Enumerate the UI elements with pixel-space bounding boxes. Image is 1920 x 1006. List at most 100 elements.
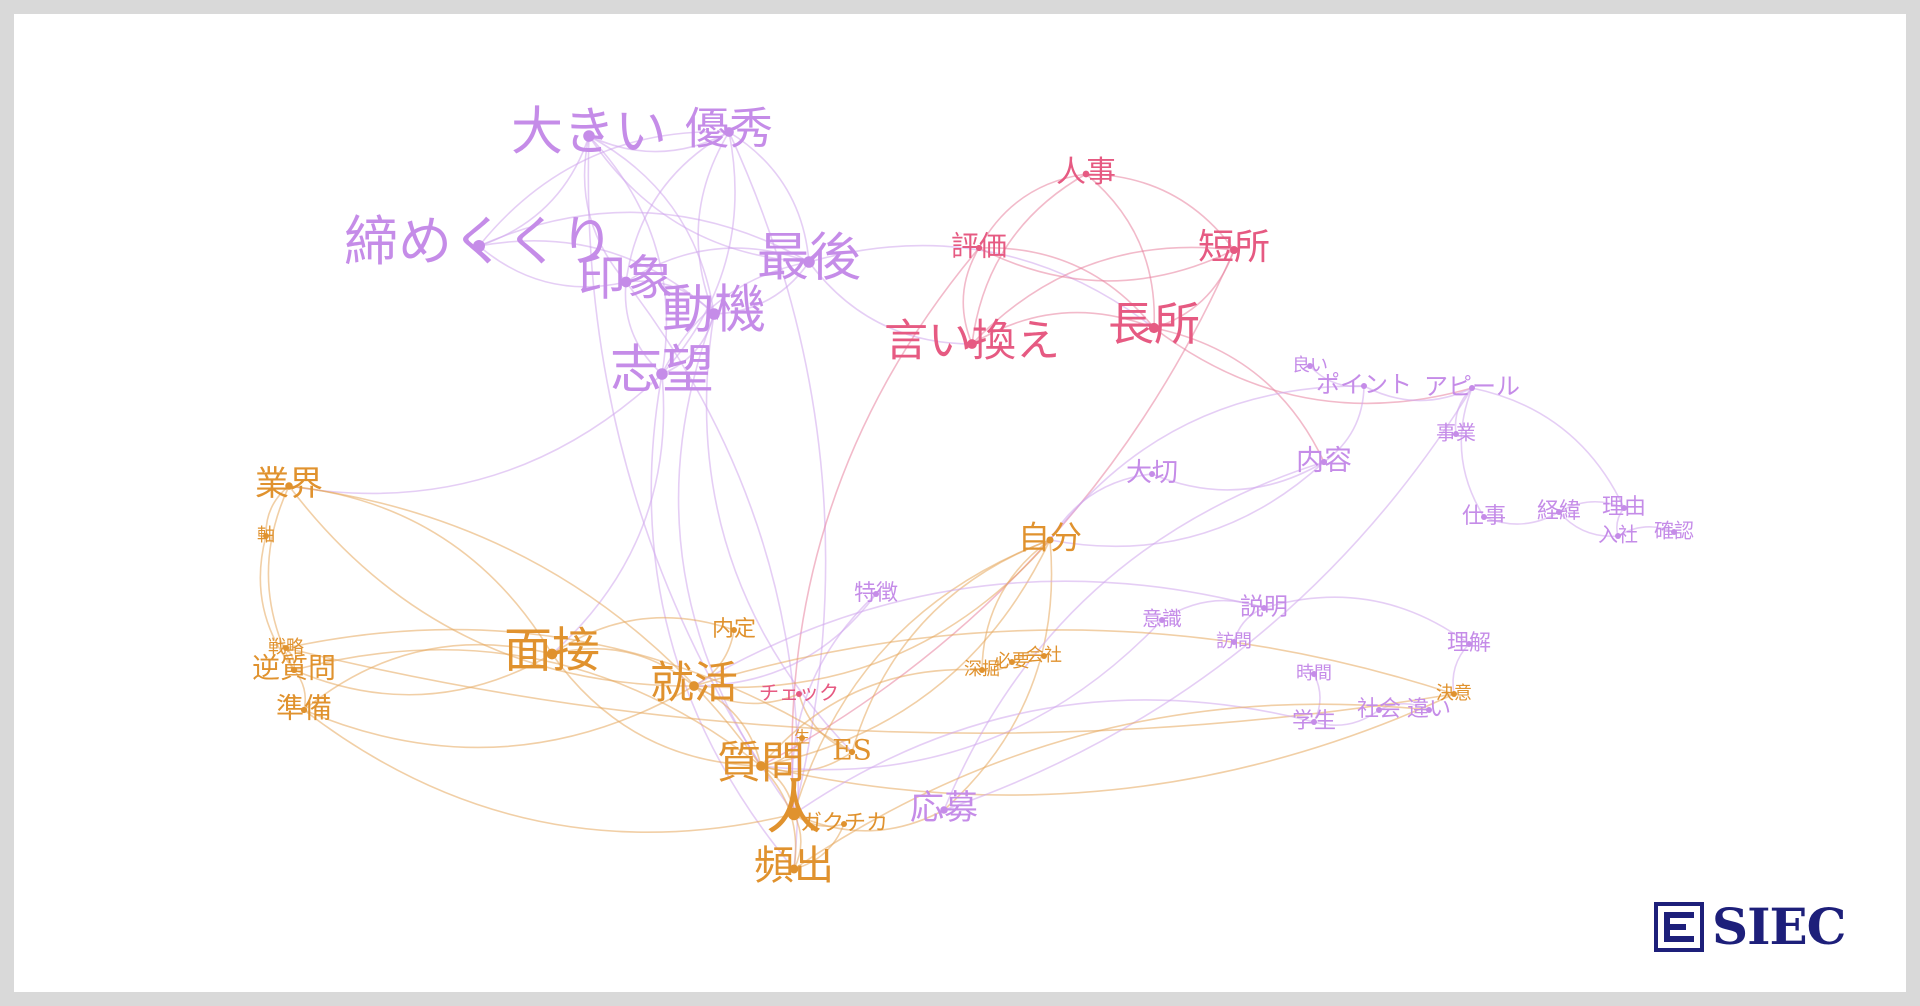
edge-mensetsu-naitei xyxy=(551,616,735,655)
node-label: 違い xyxy=(1407,697,1451,722)
node-douki: 動機 xyxy=(662,281,766,341)
node-ookii: 大きい xyxy=(511,103,667,163)
node-label: 締めくくり xyxy=(344,210,614,273)
node-shigoto: 仕事 xyxy=(1462,504,1506,529)
edge-saigo-iikae xyxy=(808,261,973,345)
node-dot xyxy=(1466,641,1472,647)
edge-ookii-saigo xyxy=(588,135,810,263)
node-label: 意識 xyxy=(1142,607,1182,631)
node-label: 理解 xyxy=(1447,631,1491,656)
edge-yuushuu-hito xyxy=(728,131,827,815)
node-label: アピール xyxy=(1424,373,1520,401)
edge-jinji-tansho xyxy=(1085,173,1235,251)
node-gakusei: 学生 xyxy=(1292,709,1336,734)
node-point: ポイント xyxy=(1316,371,1412,399)
node-label: 理由 xyxy=(1602,495,1646,520)
edge-shibou-mensetsu xyxy=(551,373,665,655)
edge-saigo-inshou xyxy=(625,247,810,283)
edge-naiyou-taisetsu xyxy=(1151,461,1325,491)
node-dot xyxy=(799,735,805,741)
node-dot xyxy=(979,667,985,673)
edge-nyuusha-kakunin xyxy=(1617,526,1675,537)
node-dot xyxy=(1230,246,1238,254)
node-senryaku: 戦略 xyxy=(268,637,304,658)
edge-ketsui-shitsumon xyxy=(760,693,1455,796)
node-shitsumon: 質問 xyxy=(717,738,805,789)
node-label: ポイント xyxy=(1316,371,1412,399)
node-taisetsu: 大切 xyxy=(1126,458,1178,488)
edge-gyoukai-shitsumon xyxy=(288,485,762,767)
edge-shibou-gyoukai xyxy=(288,373,663,495)
node-jigyou: 事業 xyxy=(1436,421,1476,445)
edge-shibou-hinshutsu xyxy=(650,373,795,870)
edge-hyouka-chousho xyxy=(978,247,1155,329)
node-yoi: 良い xyxy=(1292,355,1328,376)
edge-fukabori-shitsumon xyxy=(760,668,983,767)
node-label: 面接 xyxy=(504,623,600,679)
edge-shuukatsu-ketsui xyxy=(693,629,1455,695)
node-jiku: 軸 xyxy=(257,525,275,546)
node-dot xyxy=(841,821,847,827)
node-gyoukai: 業界 xyxy=(255,464,323,504)
edge-jibun-shitsumon xyxy=(760,539,1051,767)
edge-mensetsu-shitsumon xyxy=(551,653,762,767)
node-dot xyxy=(789,864,799,874)
node-dot xyxy=(756,761,766,771)
node-dot xyxy=(848,748,856,756)
edge-shime-douki xyxy=(478,240,715,315)
edge-gyakushitsumon-shitsumon xyxy=(293,648,762,767)
node-naiyou: 内容 xyxy=(1296,444,1352,477)
edge-appeal-shigoto xyxy=(1460,387,1485,518)
node-rikai: 理解 xyxy=(1447,631,1491,656)
edge-gyoukai-shuukatsu xyxy=(288,485,695,687)
node-jikan: 時間 xyxy=(1296,663,1332,684)
edge-ouchi-naiyou xyxy=(943,461,1325,811)
node-iikae: 言い換え xyxy=(884,316,1060,367)
cooccurrence-network: 大きい優秀締めくくり最後印象動機志望人事評価短所言い換え長所良いポイントアピール… xyxy=(252,103,1694,890)
node-dot xyxy=(724,127,734,137)
node-label: 言い換え xyxy=(884,316,1060,367)
node-dot xyxy=(940,806,948,814)
node-label: 良い xyxy=(1292,355,1328,376)
node-label: 逆質問 xyxy=(252,652,336,685)
edge-hyouka-iikae xyxy=(962,247,980,345)
node-dot xyxy=(1671,529,1677,535)
edge-setsumei-houmon xyxy=(1233,607,1265,643)
edge-hyouka-hito xyxy=(791,247,980,815)
edge-yuushuu-saigo xyxy=(728,131,810,263)
node-shuukatsu: 就活 xyxy=(650,658,738,709)
edge-douki-es xyxy=(705,313,853,753)
node-dot xyxy=(1615,533,1621,539)
edge-keii-nyuusha xyxy=(1558,511,1619,538)
node-shibou: 志望 xyxy=(610,341,714,401)
node-hinshutsu: 頻出 xyxy=(754,843,834,889)
node-dot xyxy=(1453,431,1459,437)
node-inshou: 印象 xyxy=(578,251,674,307)
node-label: 訪問 xyxy=(1216,631,1252,652)
edge-setsumei-rikai xyxy=(1263,596,1470,645)
node-label: 長所 xyxy=(1108,297,1200,351)
node-label: 内容 xyxy=(1296,444,1352,477)
edge-yuushuu-shibou xyxy=(661,131,736,375)
node-dot xyxy=(1320,458,1328,466)
edge-gakusei-shakai xyxy=(1313,709,1380,727)
edge-es-senryaku xyxy=(285,628,853,753)
edge-jibun-hito xyxy=(793,539,1051,815)
edge-jiku-gyakushitsumon xyxy=(259,535,295,671)
node-label: 仕事 xyxy=(1462,504,1506,529)
node-dot xyxy=(620,276,632,288)
edge-hito-ouchi xyxy=(793,809,945,832)
edge-rikai-ketsui xyxy=(1452,643,1470,695)
node-hyouka: 評価 xyxy=(951,230,1007,263)
node-dot xyxy=(1621,505,1627,511)
node-dot xyxy=(873,591,879,597)
node-label: 評価 xyxy=(951,230,1007,263)
edge-point-appeal xyxy=(1363,385,1473,402)
node-label: 説明 xyxy=(1240,593,1288,621)
node-dot xyxy=(583,130,595,142)
node-shime: 締めくくり xyxy=(344,210,614,273)
node-label: 決意 xyxy=(1436,683,1472,704)
edge-iikae-chousho xyxy=(971,311,1155,345)
edge-tansho-iikae xyxy=(971,246,1235,345)
edge-inshou-hinshutsu xyxy=(625,281,799,870)
